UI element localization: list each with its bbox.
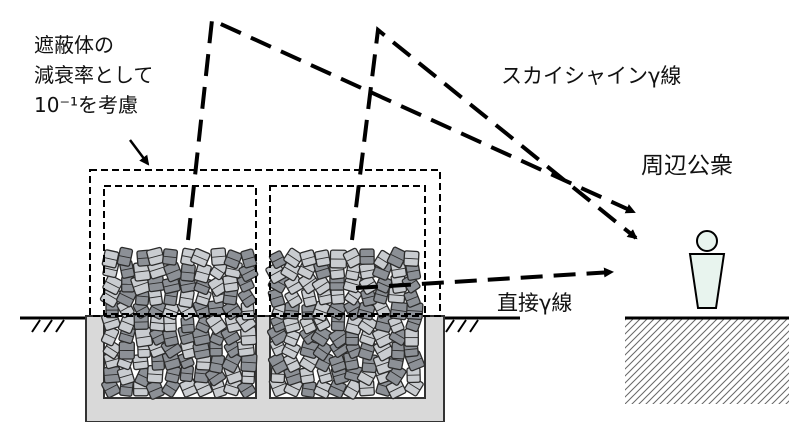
drum bbox=[283, 247, 304, 269]
ground-left bbox=[20, 316, 96, 333]
drum bbox=[149, 314, 166, 332]
drum-pile-left bbox=[99, 246, 259, 400]
drum bbox=[210, 247, 227, 267]
person-icon bbox=[688, 230, 726, 309]
skyshine-label: スカイシャインγ線 bbox=[501, 64, 682, 88]
drum bbox=[316, 365, 333, 384]
waste-container bbox=[85, 315, 445, 422]
skyshine-rays bbox=[186, 17, 638, 241]
drum bbox=[403, 250, 420, 267]
drum bbox=[282, 352, 301, 373]
direct-ray-label: 直接γ線 bbox=[497, 291, 573, 315]
drum bbox=[311, 275, 332, 296]
drum bbox=[345, 341, 363, 359]
drum bbox=[406, 367, 421, 384]
drum bbox=[118, 341, 135, 360]
drum bbox=[116, 246, 134, 267]
drum bbox=[102, 274, 124, 296]
drum bbox=[147, 287, 164, 307]
drum bbox=[223, 249, 243, 270]
shield-outline bbox=[89, 169, 441, 317]
note-line-3: 10⁻¹を考慮 bbox=[34, 93, 139, 117]
drum bbox=[268, 250, 287, 270]
drum bbox=[389, 300, 409, 321]
drum bbox=[241, 368, 256, 385]
drum bbox=[312, 340, 333, 362]
drum bbox=[102, 339, 122, 360]
public-ground bbox=[625, 316, 789, 404]
shield-attenuation-note: 遮蔽体の 減衰率として 10⁻¹を考慮 bbox=[34, 30, 153, 120]
drum bbox=[342, 247, 363, 269]
drum bbox=[190, 247, 211, 268]
drum bbox=[240, 248, 258, 269]
note-line-2: 減衰率として bbox=[34, 63, 154, 87]
direct-ray bbox=[355, 267, 614, 290]
public-label: 周辺公衆 bbox=[641, 153, 733, 179]
drum bbox=[310, 325, 333, 347]
drum bbox=[359, 248, 375, 265]
drum-pile-right bbox=[265, 246, 426, 400]
drum bbox=[299, 249, 317, 268]
drum bbox=[329, 249, 348, 269]
drum bbox=[161, 248, 179, 266]
container-shell bbox=[85, 315, 445, 422]
drum bbox=[314, 249, 331, 268]
drum bbox=[373, 249, 393, 271]
drum bbox=[134, 326, 154, 348]
drum bbox=[133, 313, 149, 331]
note-line-1: 遮蔽体の bbox=[34, 33, 114, 57]
drum bbox=[180, 263, 196, 282]
ground-right bbox=[433, 316, 520, 333]
drum bbox=[146, 246, 165, 267]
annotation-pointer bbox=[129, 139, 150, 166]
